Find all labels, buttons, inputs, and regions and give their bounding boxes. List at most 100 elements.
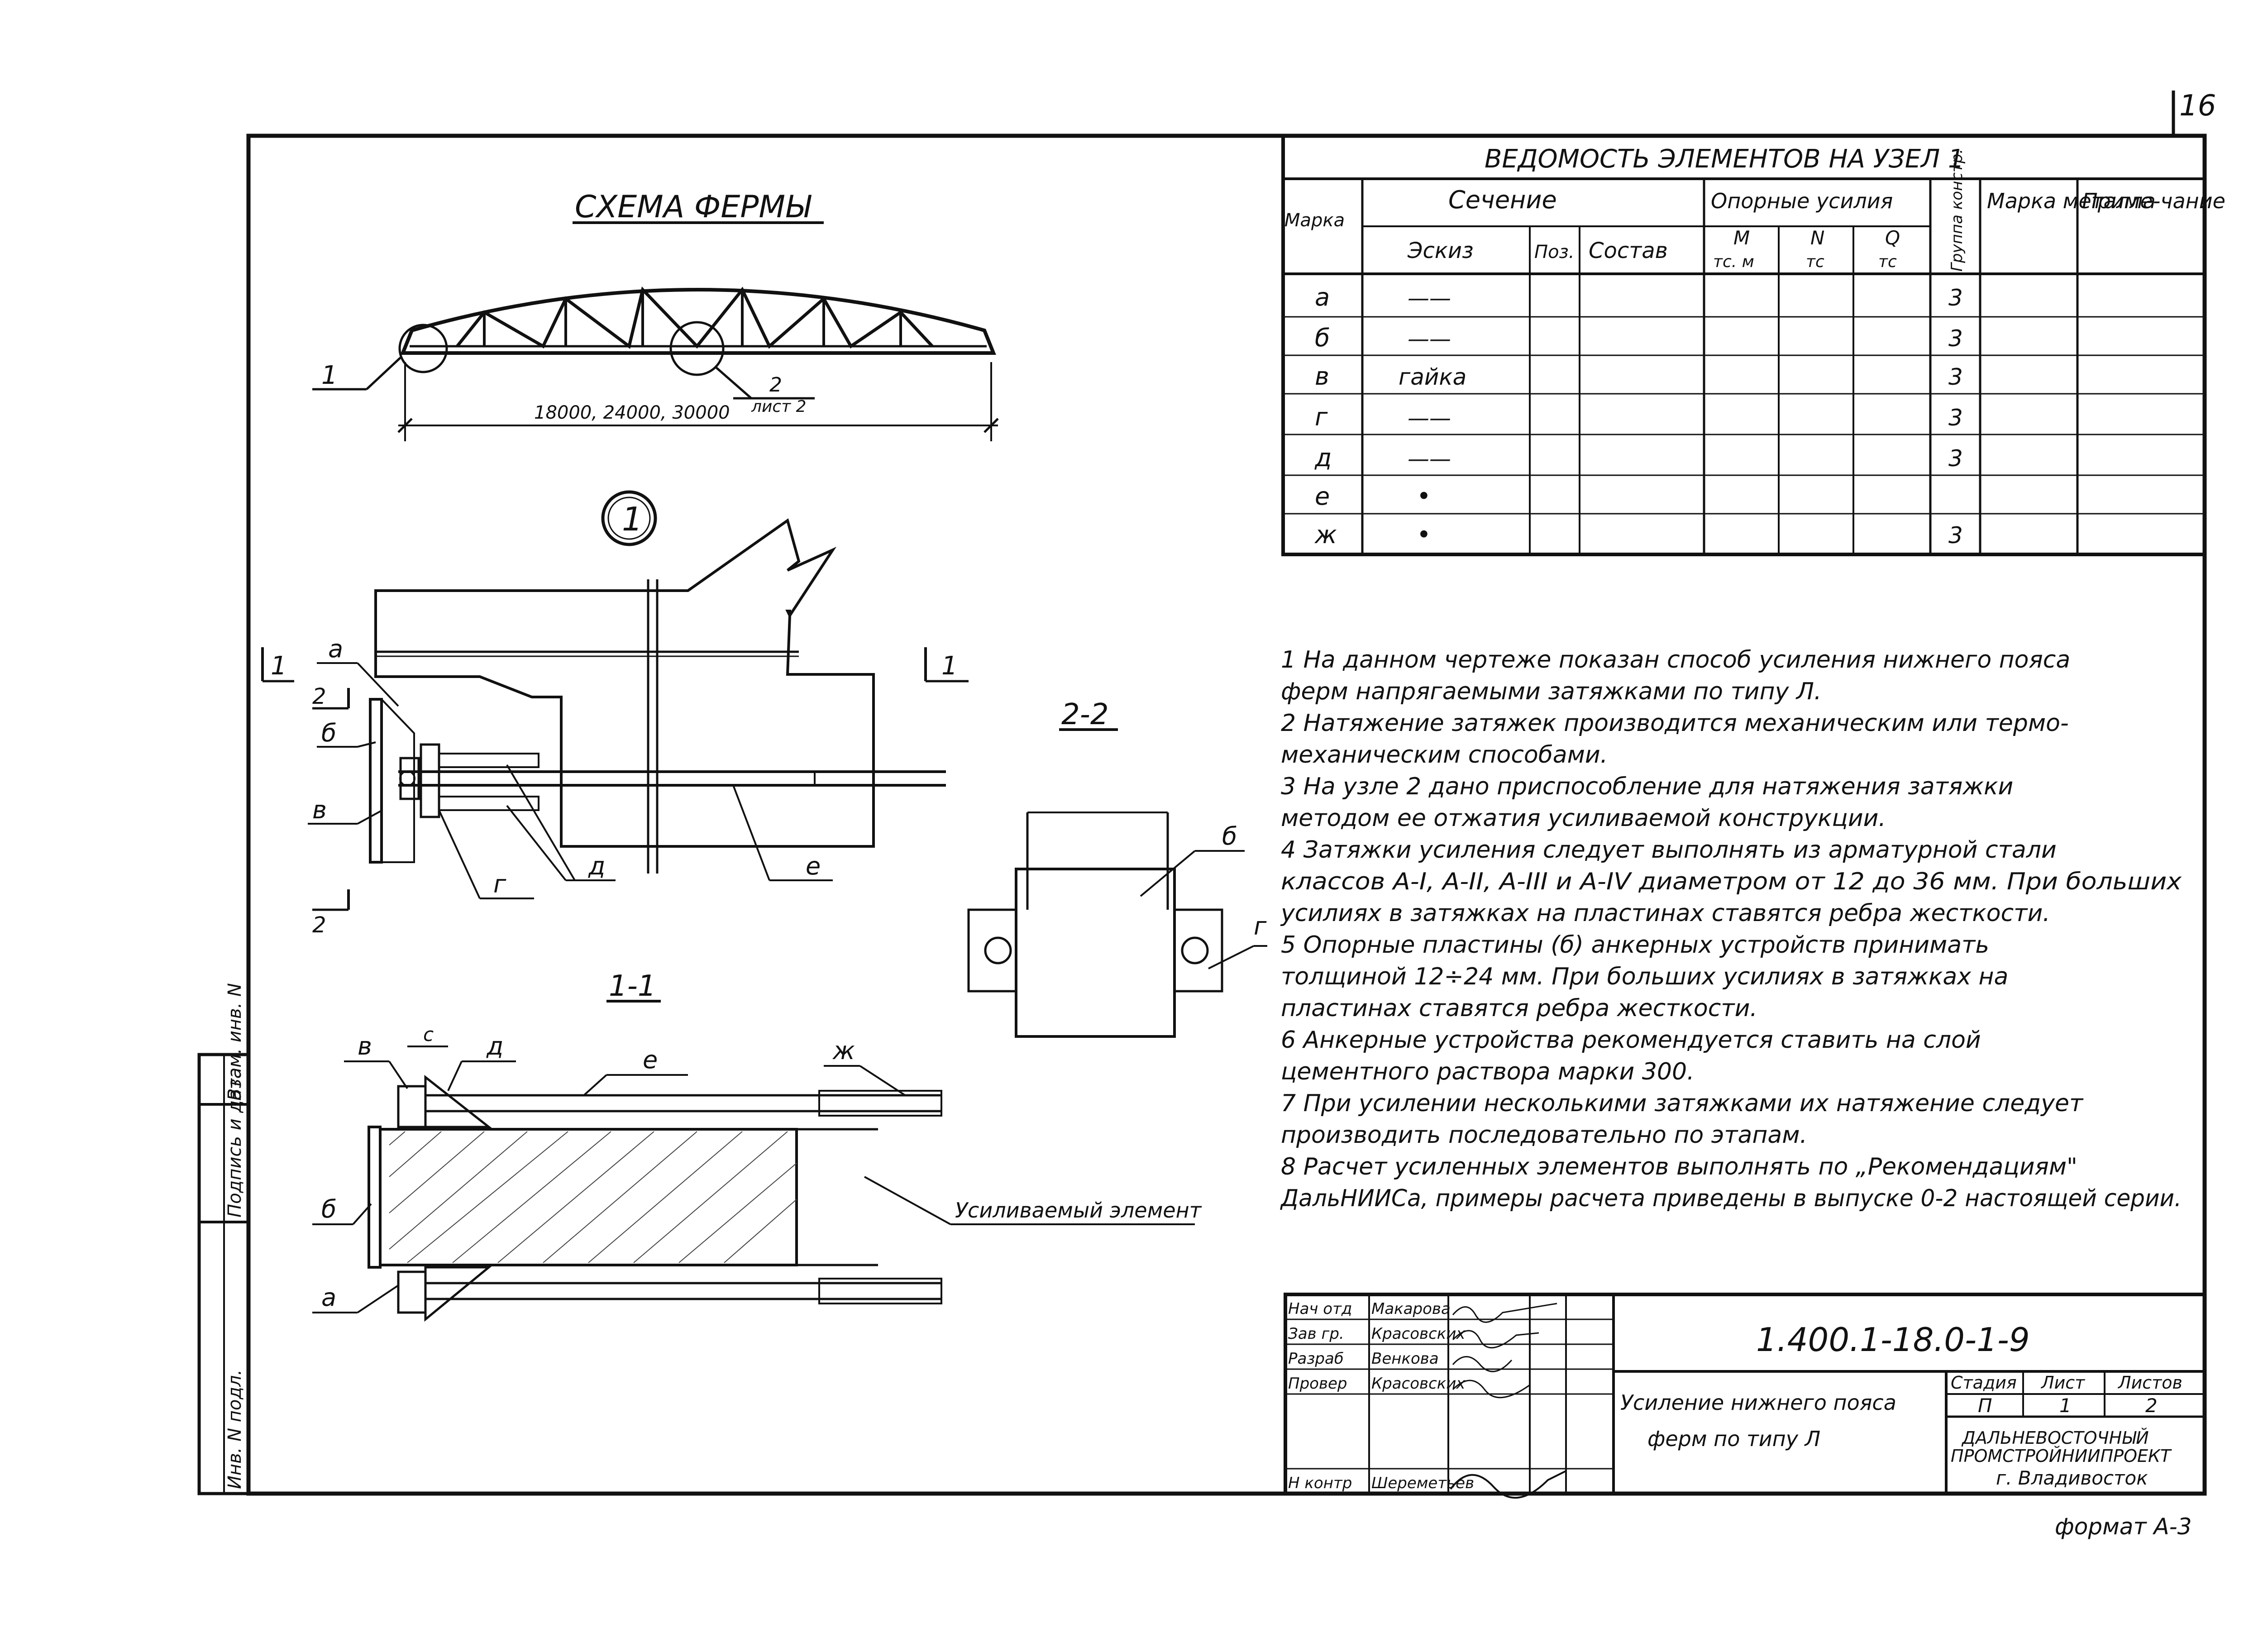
row-2-mark: б [1315,324,1330,352]
row-4-mark: г [1315,403,1328,431]
row-7-mark: ж [1314,520,1337,549]
sig-name-2: Красовских [1371,1325,1466,1343]
note-line: 4 Затяжки усиления следует выполнять из … [1281,836,2057,864]
title-block [1284,1293,2206,1495]
callout-circle-2 [669,321,725,376]
section-22-label-b: б [1222,822,1237,850]
row-7-sketch: • [1417,520,1431,549]
row-6-mark: е [1315,482,1330,511]
notes: 1 На данном чертеже показан способ усиле… [1280,646,2182,1212]
section-11-label-e: е [643,1046,658,1074]
section-11-label-c: с [423,1023,434,1046]
sig-name-6: Шереметьев [1371,1474,1474,1492]
signature-scribble [1452,1303,1557,1323]
sig-name-4: Красовских [1371,1375,1466,1393]
note-line: классов А-I, А-II, А-III и А-IV диаметро… [1281,868,2182,895]
node-marker-label: 1 [622,500,643,538]
sig-role-6: Н контр [1288,1474,1352,1492]
section-22-label-g: г [1254,912,1267,941]
th-m-unit: тс. м [1713,253,1754,271]
th-support-forces: Опорные усилия [1711,189,1893,213]
row-1-group: 3 [1948,285,1963,311]
description-1: Усиление нижнего пояса [1620,1390,1896,1415]
sig-role-1: Нач отд [1288,1300,1352,1318]
note-line: ДальНИИСа, примеры расчета приведены в в… [1280,1185,2182,1212]
signature-scribble [1452,1380,1530,1399]
org-line-1: ДАЛЬНЕВОСТОЧНЫЙ [1961,1428,2149,1448]
th-section: Сечение [1448,186,1557,214]
row-4-group: 3 [1948,405,1963,431]
section-22-title: 2-2 [1061,698,1109,731]
note-line: 3 На узле 2 дано приспособление для натя… [1281,773,2013,800]
th-n-unit: тс [1806,253,1824,271]
section-1-1: 1-1 в [312,969,1202,1322]
row-2-sketch: —— [1408,326,1451,352]
section-2-2: 2-2 б г [967,698,1267,1038]
node-label-g: г [493,870,506,898]
cut-22-top: 2 [312,684,326,709]
span-label: 18000, 24000, 30000 [534,402,730,423]
sheet-value: 1 [2059,1394,2072,1417]
callout-2-label: 2 [769,373,782,396]
stage-value: П [1978,1394,1992,1417]
elements-table [1281,134,2206,556]
scheme-title: СХЕМА ФЕРМЫ [575,189,812,225]
drawing-code: 1.400.1-18.0-1-9 [1756,1321,2030,1359]
cut-11-right: 1 [941,651,958,681]
row-7-group: 3 [1948,522,1963,549]
row-3-sketch: гайка [1399,364,1466,390]
th-q-unit: тс [1878,253,1897,271]
row-2-group: 3 [1948,325,1963,352]
note-line: 2 Натяжение затяжек производится механич… [1281,710,2069,737]
section-11-label-zh: ж [832,1036,855,1065]
note-line: 1 На данном чертеже показан способ усиле… [1281,646,2070,673]
cut-22-bottom: 2 [312,912,326,938]
signature-scribble [1452,1330,1539,1349]
th-note: Приме-чание [2082,189,2225,213]
sheet-label: Лист [2040,1373,2086,1393]
callout-1-label: 1 [321,361,338,390]
note-line: 8 Расчет усиленных элементов выполнять п… [1281,1153,2077,1180]
row-1-sketch: —— [1408,286,1451,311]
note-line: толщиной 12÷24 мм. При больших усилиях в… [1281,963,2008,990]
row-5-group: 3 [1948,445,1963,472]
side-stamp-cell-3: Взам. инв. N [224,983,245,1101]
element-label: Усиливаемый элемент [955,1198,1202,1222]
note-line: цементного раствора марки 300. [1281,1058,1695,1085]
sig-role-2: Зав гр. [1288,1325,1344,1343]
note-line: 5 Опорные пластины (б) анкерных устройст… [1281,931,1989,959]
th-composition: Состав [1589,238,1668,263]
row-6-sketch: • [1417,482,1431,511]
callout-circle-1 [398,324,448,373]
row-4-sketch: —— [1408,406,1451,431]
note-line: пластинах ставятся ребра жесткости. [1281,995,1757,1022]
th-sketch: Эскиз [1407,238,1474,263]
note-line: 6 Анкерные устройства рекомендуется став… [1281,1027,1981,1054]
note-line: производить последовательно по этапам. [1281,1122,1807,1149]
note-line: механическим способами. [1281,741,1608,769]
note-line: методом ее отжатия усиливаемой конструкц… [1281,805,1886,832]
note-line: усилиях в затяжках на пластинах ставятся… [1280,900,2050,927]
th-pos: Поз. [1534,242,1575,263]
table-title: ВЕДОМОСТЬ ЭЛЕМЕНТОВ НА УЗЕЛ 1 [1485,144,1964,174]
title-block-text: 1.400.1-18.0-1-9 Нач отд Макарова Зав гр… [1288,1300,2182,1499]
drawing-frame [246,134,2207,1496]
signature-scribble [1452,1356,1513,1372]
side-stamp-cell-1: Инв. N подл. [224,1370,245,1489]
format-label: формат А-3 [2055,1514,2192,1540]
row-5-sketch: —— [1408,446,1451,472]
city: г. Владивосток [1996,1467,2148,1489]
node-marker-circle [601,490,657,546]
note-line: ферм напрягаемыми затяжками по типу Л. [1281,678,1822,705]
row-3-mark: в [1315,362,1329,391]
node-label-v: в [312,796,327,824]
sig-role-4: Провер [1288,1375,1347,1393]
note-line: 7 При усилении несколькими затяжками их … [1281,1090,2084,1117]
node-label-a: а [328,635,343,663]
sig-role-3: Разраб [1288,1350,1344,1368]
sheets-label: Листов [2117,1373,2182,1393]
elements-table-text: ВЕДОМОСТЬ ЭЛЕМЕНТОВ НА УЗЕЛ 1 Марка Сече… [1284,144,2225,549]
th-q: Q [1885,227,1900,249]
signature-scribble [1450,1470,1566,1499]
